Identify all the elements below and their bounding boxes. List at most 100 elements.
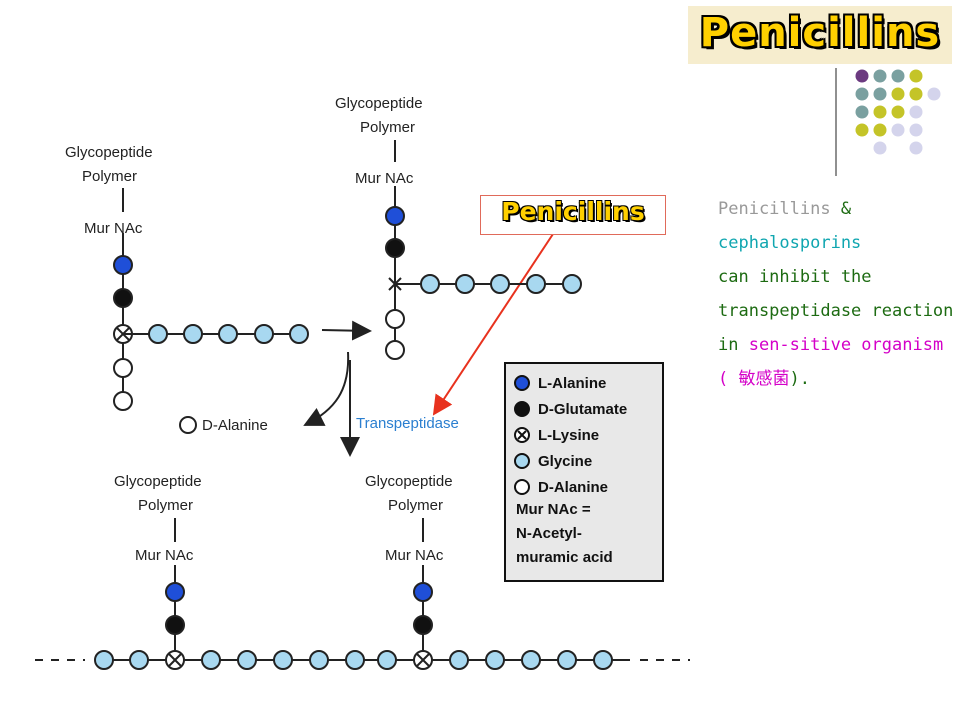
glycine-dot (420, 274, 440, 294)
glycine-dot (593, 650, 613, 670)
bottom-left-murnac-label: Mur NAc (135, 547, 194, 564)
legend-item: L-Alanine (514, 370, 606, 396)
decor-dot (855, 123, 869, 137)
glycine-dot (455, 274, 475, 294)
description-text: Penicillins & cephalosporins can inhibit… (718, 192, 954, 396)
decor-dot (891, 123, 905, 137)
right-polymer-label-2: Polymer (360, 119, 415, 136)
d-glutamate-dot (413, 615, 433, 635)
glycine-dot (237, 650, 257, 670)
d-alanine-dot (385, 309, 405, 329)
decor-dot (873, 141, 887, 155)
legend-item: Glycine (514, 448, 592, 474)
glycine-dot (129, 650, 149, 670)
glycine-dot (201, 650, 221, 670)
decor-dot (909, 141, 923, 155)
bottom-left-polymer-label-2: Polymer (138, 497, 193, 514)
legend-item: D-Glutamate (514, 396, 627, 422)
right-polymer-label: Glycopeptide (335, 95, 423, 112)
glycine-dot (521, 650, 541, 670)
decor-dot (927, 87, 941, 101)
glycine-dot (449, 650, 469, 670)
legend-murnac-line: muramic acid (516, 549, 613, 566)
decor-dot (855, 69, 869, 83)
decor-dot (909, 87, 923, 101)
glycine-dot (485, 650, 505, 670)
callout-arrow (432, 233, 554, 416)
d-alanine-dot (113, 391, 133, 411)
decor-dot (891, 87, 905, 101)
glycine-dot (377, 650, 397, 670)
legend-item: L-Lysine (514, 422, 599, 448)
d-alanine-dot (385, 340, 405, 360)
glycine-dot (218, 324, 238, 344)
l-alanine-dot (413, 582, 433, 602)
glycine-dot (289, 324, 309, 344)
left-murnac-label: Mur NAc (84, 220, 143, 237)
glycine-dot (562, 274, 582, 294)
decor-dot (855, 105, 869, 119)
reaction-arrow (321, 320, 372, 341)
legend-label: L-Alanine (538, 374, 607, 392)
glycine-dot (273, 650, 293, 670)
bottom-right-polymer-label: Glycopeptide (365, 473, 453, 490)
penicillins-callout: Penicillins (480, 195, 666, 235)
d-alanine-label: D-Alanine (202, 417, 268, 434)
l-alanine-icon (514, 375, 530, 391)
left-polymer-label: Glycopeptide (65, 144, 153, 161)
d-glutamate-dot (165, 615, 185, 635)
left-polymer-label-2: Polymer (82, 168, 137, 185)
legend-box: L-Alanine D-Glutamate L-Lysine Glycine D… (504, 362, 664, 582)
l-alanine-dot (165, 582, 185, 602)
legend-murnac-line: Mur NAc = (516, 501, 591, 518)
desc-amp: & (830, 199, 852, 219)
decor-dot (855, 87, 869, 101)
decor-dot (891, 69, 905, 83)
glycine-dot (94, 650, 114, 670)
legend-label: Glycine (538, 452, 593, 470)
glycine-dot (557, 650, 577, 670)
decor-dot (909, 123, 923, 137)
decor-dot (909, 69, 923, 83)
desc-end: ). (789, 369, 810, 389)
desc-body: can inhibit the transpeptidase reaction … (718, 267, 954, 355)
glycine-dot (254, 324, 274, 344)
decor-dot (909, 105, 923, 119)
legend-label: L-Lysine (538, 426, 600, 444)
l-lysine-icon (514, 427, 530, 443)
d-glutamate-dot (113, 288, 133, 308)
d-glutamate-dot (385, 238, 405, 258)
glycine-dot (148, 324, 168, 344)
decor-dot (873, 123, 887, 137)
release-arrow (303, 351, 350, 426)
glycine-dot (490, 274, 510, 294)
legend-murnac-line: N-Acetyl- (516, 525, 582, 542)
desc-penicillins: Penicillins (718, 199, 831, 219)
l-alanine-dot (113, 255, 133, 275)
bottom-right-murnac-label: Mur NAc (385, 547, 444, 564)
glycine-dot (526, 274, 546, 294)
glycine-icon (514, 453, 530, 469)
slide-title: Penicillins (699, 10, 941, 56)
desc-sensitive: sen-sitive organism ( 敏感菌 (718, 335, 944, 389)
legend-label: D-Alanine (538, 478, 609, 496)
transpeptidase-label: Transpeptidase (356, 415, 459, 432)
callout-text: Penicillins (501, 197, 645, 226)
decor-dot (873, 105, 887, 119)
title-banner: Penicillins (688, 6, 952, 64)
bottom-left-polymer-label: Glycopeptide (114, 473, 202, 490)
decor-dot (891, 105, 905, 119)
d-alanine-dot (113, 358, 133, 378)
d-alanine-icon (514, 479, 530, 495)
legend-item: D-Alanine (514, 474, 608, 500)
glycine-dot (183, 324, 203, 344)
glycine-dot (309, 650, 329, 670)
legend-murnac-definition: Mur NAc = N-Acetyl- muramic acid (516, 498, 613, 570)
bottom-right-polymer-label-2: Polymer (388, 497, 443, 514)
legend-label: D-Glutamate (538, 400, 628, 418)
glycine-dot (345, 650, 365, 670)
desc-cephalosporins: cephalosporins (718, 233, 862, 253)
decor-dot (873, 69, 887, 83)
